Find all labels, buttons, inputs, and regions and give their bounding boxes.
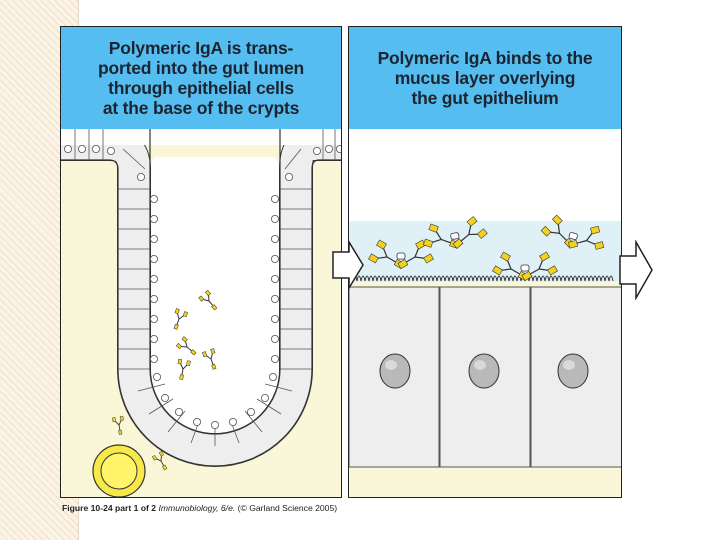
caption-book-title: Immunobiology, 6/e. [158, 503, 236, 513]
plasma-cell-icon [92, 444, 146, 497]
panel-crypt-transport: Polymeric IgA is trans- ported into the … [60, 26, 342, 498]
panel-header-left: Polymeric IgA is trans- ported into the … [61, 27, 341, 130]
epithelial-cell-icon [349, 286, 621, 468]
brush-border [349, 275, 614, 282]
arrow-right-icon [332, 240, 364, 290]
caption-figure-number: Figure 10-24 part 1 of 2 [62, 503, 157, 513]
panel-header-right: Polymeric IgA binds to the mucus layer o… [349, 27, 621, 130]
panel-title-left: Polymeric IgA is trans- ported into the … [98, 38, 304, 118]
epithelium-layer [61, 129, 341, 466]
panel-title-right: Polymeric IgA binds to the mucus layer o… [377, 48, 593, 108]
caption-credit: (© Garland Science 2005) [237, 503, 338, 513]
panel-mucus-binding: Polymeric IgA binds to the mucus layer o… [348, 26, 622, 498]
crypt-illustration [61, 129, 341, 497]
mucus-layer [349, 221, 621, 281]
arrow-right-icon [619, 240, 653, 300]
mucus-illustration [349, 129, 621, 468]
figure-caption: Figure 10-24 part 1 of 2 Immunobiology, … [62, 503, 337, 513]
